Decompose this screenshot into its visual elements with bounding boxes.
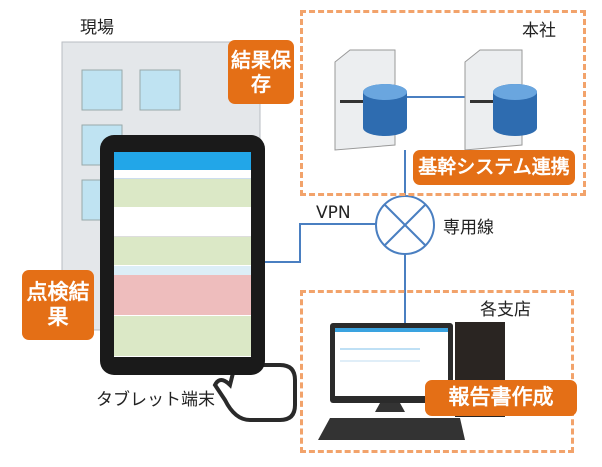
hq-area xyxy=(300,10,586,196)
vpn-label: VPN xyxy=(316,203,351,223)
tablet-screen xyxy=(114,152,251,357)
tablet-label: タブレット端末 xyxy=(96,390,215,410)
server-icon xyxy=(464,49,537,151)
server-icon xyxy=(334,49,407,151)
hq-label: 本社 xyxy=(522,21,556,41)
save-callout: 結果保存 xyxy=(228,40,294,104)
site-label: 現場 xyxy=(80,18,114,38)
inspection-callout: 点検結果 xyxy=(22,270,94,340)
leased-line-label: 専用線 xyxy=(443,218,494,238)
branch-label: 各支店 xyxy=(480,300,531,320)
core-system-callout: 基幹システム連携 xyxy=(413,150,575,185)
report-callout: 報告書作成 xyxy=(425,380,577,416)
branch-area xyxy=(300,290,574,453)
router-icon xyxy=(375,195,435,255)
tablet-device xyxy=(100,135,265,375)
desktop-pc-icon xyxy=(318,322,505,440)
